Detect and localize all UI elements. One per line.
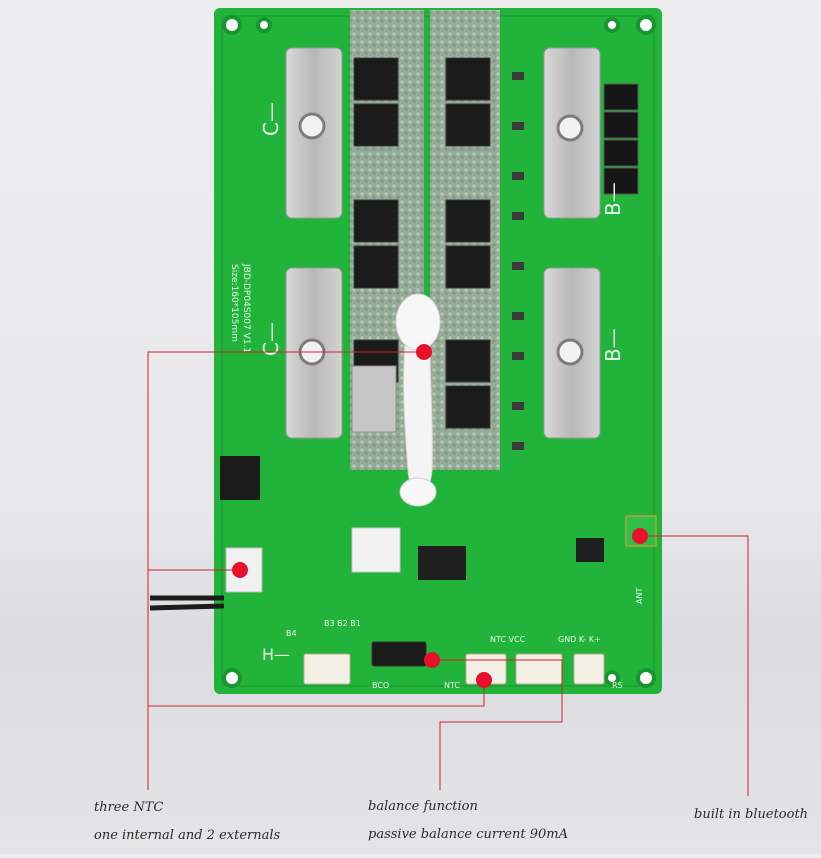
busbar-screw bbox=[556, 338, 584, 366]
caption-ntc-title: three NTC bbox=[94, 800, 164, 815]
silk-ant: ANT bbox=[635, 588, 644, 604]
red-dot-marker-icon bbox=[424, 652, 440, 668]
connector-k bbox=[573, 653, 605, 685]
silk-ntc: NTC bbox=[444, 681, 460, 690]
mosfet bbox=[445, 339, 491, 383]
heat-pad bbox=[351, 365, 397, 433]
ntc-sensor-internal bbox=[395, 293, 441, 351]
mounting-hole bbox=[222, 15, 242, 35]
mosfet bbox=[445, 245, 491, 289]
callout-lines bbox=[147, 351, 749, 796]
mosfet bbox=[445, 57, 491, 101]
mosfet bbox=[445, 103, 491, 147]
mounting-hole bbox=[256, 17, 272, 33]
silk-c-top: C— bbox=[259, 102, 283, 136]
callout-balance bbox=[432, 659, 563, 790]
silk-b-top: B— bbox=[601, 182, 625, 216]
caption-balance-detail: passive balance current 90mA bbox=[368, 827, 568, 842]
silk-b-bottom: B— bbox=[601, 328, 625, 362]
mosfet bbox=[353, 245, 399, 289]
regulator bbox=[220, 456, 260, 500]
connector-vcc bbox=[515, 653, 563, 685]
callout-ntc-internal bbox=[147, 351, 424, 790]
smd-resistor bbox=[512, 262, 524, 270]
caption-bluetooth: built in bluetooth bbox=[694, 807, 809, 822]
mounting-hole bbox=[604, 670, 620, 686]
caption-ntc-detail: one internal and 2 externals bbox=[94, 828, 281, 843]
callout-bluetooth bbox=[640, 535, 749, 796]
busbar-screw bbox=[556, 114, 584, 142]
mosfet-array bbox=[353, 57, 491, 429]
connector-pin bbox=[603, 83, 639, 111]
resistor-column bbox=[512, 72, 524, 450]
smd-resistor bbox=[512, 312, 524, 320]
red-dot-marker-icon bbox=[232, 562, 248, 578]
mosfet bbox=[353, 103, 399, 147]
connector-pin bbox=[603, 111, 639, 139]
silk-size: Size:160*105mm bbox=[229, 264, 239, 342]
bottom-connectors bbox=[303, 641, 605, 685]
bluetooth-chip bbox=[576, 538, 604, 562]
silk-b4: B4 bbox=[286, 629, 297, 638]
connector-bco bbox=[371, 641, 427, 667]
relay-white bbox=[351, 527, 401, 573]
smd-resistor bbox=[512, 212, 524, 220]
mounting-holes bbox=[222, 15, 656, 688]
red-dot-marker-icon bbox=[476, 672, 492, 688]
red-dot-marker-icon bbox=[632, 528, 648, 544]
left-busbars bbox=[285, 47, 343, 439]
caption-balance-title: balance function bbox=[368, 799, 478, 814]
mosfet bbox=[445, 385, 491, 429]
mosfet bbox=[353, 199, 399, 243]
mounting-hole bbox=[636, 668, 656, 688]
smd-resistor bbox=[512, 72, 524, 80]
silk-b3b2b1: B3 B2 B1 bbox=[324, 619, 361, 628]
silk-model: JBD-DP04S007 V1.1 bbox=[241, 263, 251, 353]
silk-c-bottom: C— bbox=[259, 322, 283, 356]
connector-b4 bbox=[303, 653, 351, 685]
red-dot-marker-icon bbox=[416, 344, 432, 360]
mounting-hole bbox=[222, 668, 242, 688]
side-connector bbox=[603, 83, 639, 195]
cable bbox=[149, 603, 225, 611]
mosfet bbox=[353, 57, 399, 101]
smd-resistor bbox=[512, 122, 524, 130]
pcb-board: C— C— B— B— H— JBD-DP04S007 V1.1 Size:16… bbox=[149, 8, 662, 694]
markers bbox=[232, 344, 648, 688]
connector-pin bbox=[603, 167, 639, 195]
smd-resistor bbox=[512, 442, 524, 450]
mosfet bbox=[445, 199, 491, 243]
mounting-hole bbox=[636, 15, 656, 35]
ntc-wire-end bbox=[399, 477, 437, 507]
mounting-hole bbox=[604, 17, 620, 33]
busbar-screw bbox=[298, 112, 326, 140]
silk-rs: RS bbox=[612, 681, 623, 690]
right-busbars bbox=[543, 47, 601, 439]
smd-resistor bbox=[512, 402, 524, 410]
callout-ntc-connector bbox=[148, 680, 485, 707]
connector-pin bbox=[603, 139, 639, 167]
silk-ntc-vcc: NTC VCC bbox=[490, 635, 526, 644]
ic-chip bbox=[418, 546, 466, 580]
external-cables bbox=[149, 595, 225, 611]
silk-bco: BCO bbox=[372, 681, 389, 690]
smd-resistor bbox=[512, 352, 524, 360]
smd-resistor bbox=[512, 172, 524, 180]
silk-h: H— bbox=[262, 645, 290, 664]
silk-gnd-k: GND K- K+ bbox=[558, 635, 601, 644]
